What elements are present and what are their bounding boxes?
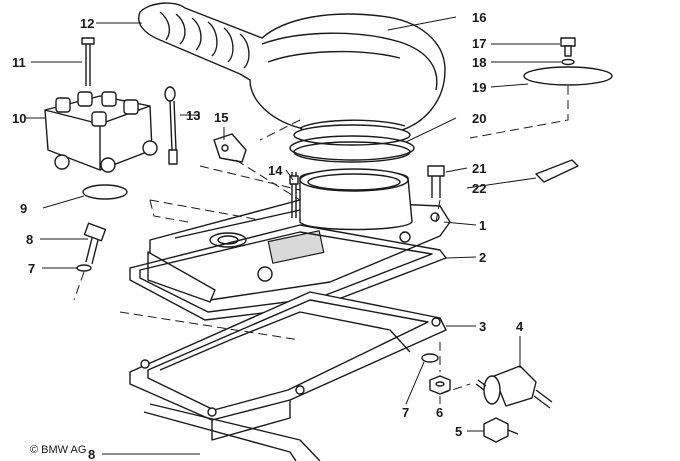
label-17: 16 — [472, 10, 486, 25]
oil-pan — [129, 291, 447, 441]
label-3: 3 — [479, 319, 486, 334]
screw-9 — [83, 222, 107, 265]
label-14: 13 — [186, 108, 200, 123]
bracket-16 — [213, 133, 247, 163]
label-19: 18 — [472, 55, 486, 70]
screw-18 — [560, 37, 576, 57]
o-ring-10 — [82, 184, 128, 200]
label-1: 1 — [479, 218, 486, 233]
housing-upper — [147, 168, 451, 303]
nut-5 — [483, 417, 519, 443]
label-5: 5 — [455, 424, 462, 439]
washer-19 — [561, 58, 575, 66]
label-8: 8 — [88, 447, 95, 461]
distributor-block — [44, 91, 158, 173]
label-10: 9 — [20, 201, 27, 216]
bottom-gasket — [143, 403, 321, 461]
assembly-lines — [73, 86, 569, 395]
copyright-text: © BMW AG — [30, 444, 87, 456]
label-4: 4 — [516, 319, 524, 334]
dipstick — [164, 86, 178, 165]
rubber-mount — [475, 365, 553, 409]
label-20: 19 — [472, 80, 486, 95]
label-15: 14 — [268, 163, 283, 178]
intake-boot — [138, 2, 446, 146]
label-6: 6 — [436, 405, 443, 420]
screw-12 — [81, 37, 95, 86]
nut-6 — [429, 375, 451, 395]
label-23: 22 — [472, 181, 486, 196]
label-22: 21 — [472, 161, 486, 176]
label-9: 8 — [26, 232, 33, 247]
label-11: 10 — [12, 111, 26, 126]
washer-7-right — [421, 353, 439, 363]
label-18: 17 — [472, 36, 486, 51]
clip-23 — [535, 159, 579, 183]
label-12: 11 — [12, 55, 26, 70]
leader-lines — [26, 16, 561, 455]
stud-15 — [289, 172, 299, 218]
disc-20 — [523, 66, 613, 86]
label-21: 20 — [472, 111, 486, 126]
screw-22 — [427, 165, 445, 198]
part-labels: 12 11 10 9 8 7 13 15 14 16 17 18 19 20 2… — [12, 10, 524, 461]
label-13: 12 — [80, 16, 94, 31]
label-7-right: 7 — [402, 405, 409, 420]
label-2: 2 — [479, 250, 486, 265]
clamp-ring — [289, 135, 415, 163]
label-16: 15 — [214, 110, 228, 125]
label-7-left: 7 — [28, 261, 35, 276]
washer-7-left — [76, 264, 92, 272]
